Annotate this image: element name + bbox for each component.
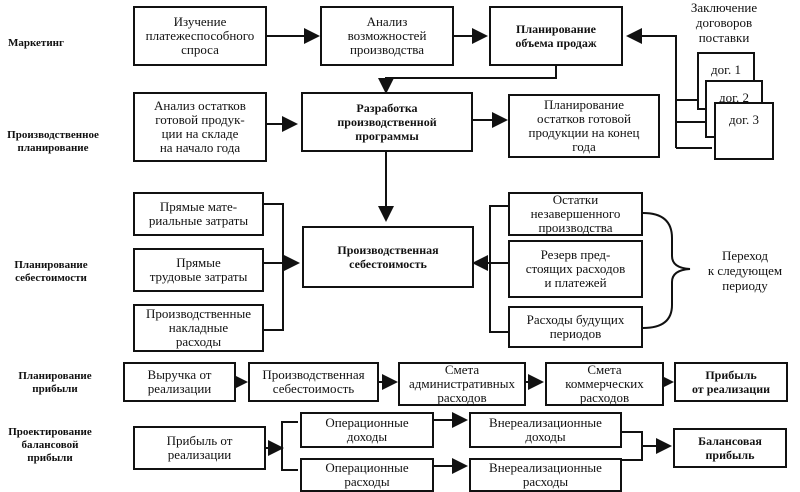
program-development-box: Разработка производственной программы — [301, 92, 473, 152]
non-operating-income-box: Внереализационные доходы — [469, 412, 622, 448]
row-label-balance-profit: Проектирование балансовой прибыли — [8, 426, 92, 464]
operating-income-box: Операционные доходы — [300, 412, 434, 448]
profit-production-cost-box: Производственная себестоимость — [248, 362, 379, 402]
next-period-note: Переход к следующем периоду — [707, 248, 783, 293]
deferred-expenses-box: Расходы будущих периодов — [508, 306, 643, 348]
operating-expenses-box: Операционные расходы — [300, 458, 434, 492]
opening-stock-analysis-box: Анализ остатков готовой продук- ции на с… — [133, 92, 267, 162]
direct-labor-box: Прямые трудовые затраты — [133, 248, 264, 292]
demand-study-box: Изучение платежеспособного спроса — [133, 6, 267, 66]
balance-profit-box: Балансовая прибыль — [673, 428, 787, 468]
arrow-contracts-to-sales — [626, 28, 677, 100]
sales-volume-planning-box: Планирование объема продаж — [489, 6, 623, 66]
contract-doc-3: дог. 3 — [714, 102, 774, 160]
contracts-title: Заключение договоров поставки — [690, 0, 758, 45]
closing-stock-planning-box: Планирование остатков готовой продукции … — [508, 94, 660, 158]
production-cost-box: Производственная себестоимость — [302, 226, 474, 288]
row-label-marketing: Маркетинг — [7, 37, 65, 49]
admin-budget-box: Смета административных расходов — [398, 362, 526, 406]
capacity-analysis-box: Анализ возможностей производства — [320, 6, 454, 66]
row-label-production-planning: Производственное планирование — [7, 129, 99, 154]
row-label-profit-planning: Планирование прибыли — [18, 370, 92, 395]
brace — [642, 212, 691, 329]
direct-materials-box: Прямые мате- риальные затраты — [133, 192, 264, 236]
reserve-box: Резерв пред- стоящих расходов и платежей — [508, 240, 643, 298]
arrow-sales-to-program — [378, 66, 557, 94]
balance-sales-profit-box: Прибыль от реализации — [133, 426, 266, 470]
wip-box: Остатки незавершенного производства — [508, 192, 643, 236]
sales-profit-box: Прибыль от реализации — [674, 362, 788, 402]
non-operating-expenses-box: Внереализационные расходы — [469, 458, 622, 492]
commercial-budget-box: Смета коммерческих расходов — [545, 362, 664, 406]
revenue-box: Выручка от реализации — [123, 362, 236, 402]
overhead-box: Производственные накладные расходы — [133, 304, 264, 352]
row-label-cost-planning: Планирование себестоимости — [14, 259, 88, 284]
